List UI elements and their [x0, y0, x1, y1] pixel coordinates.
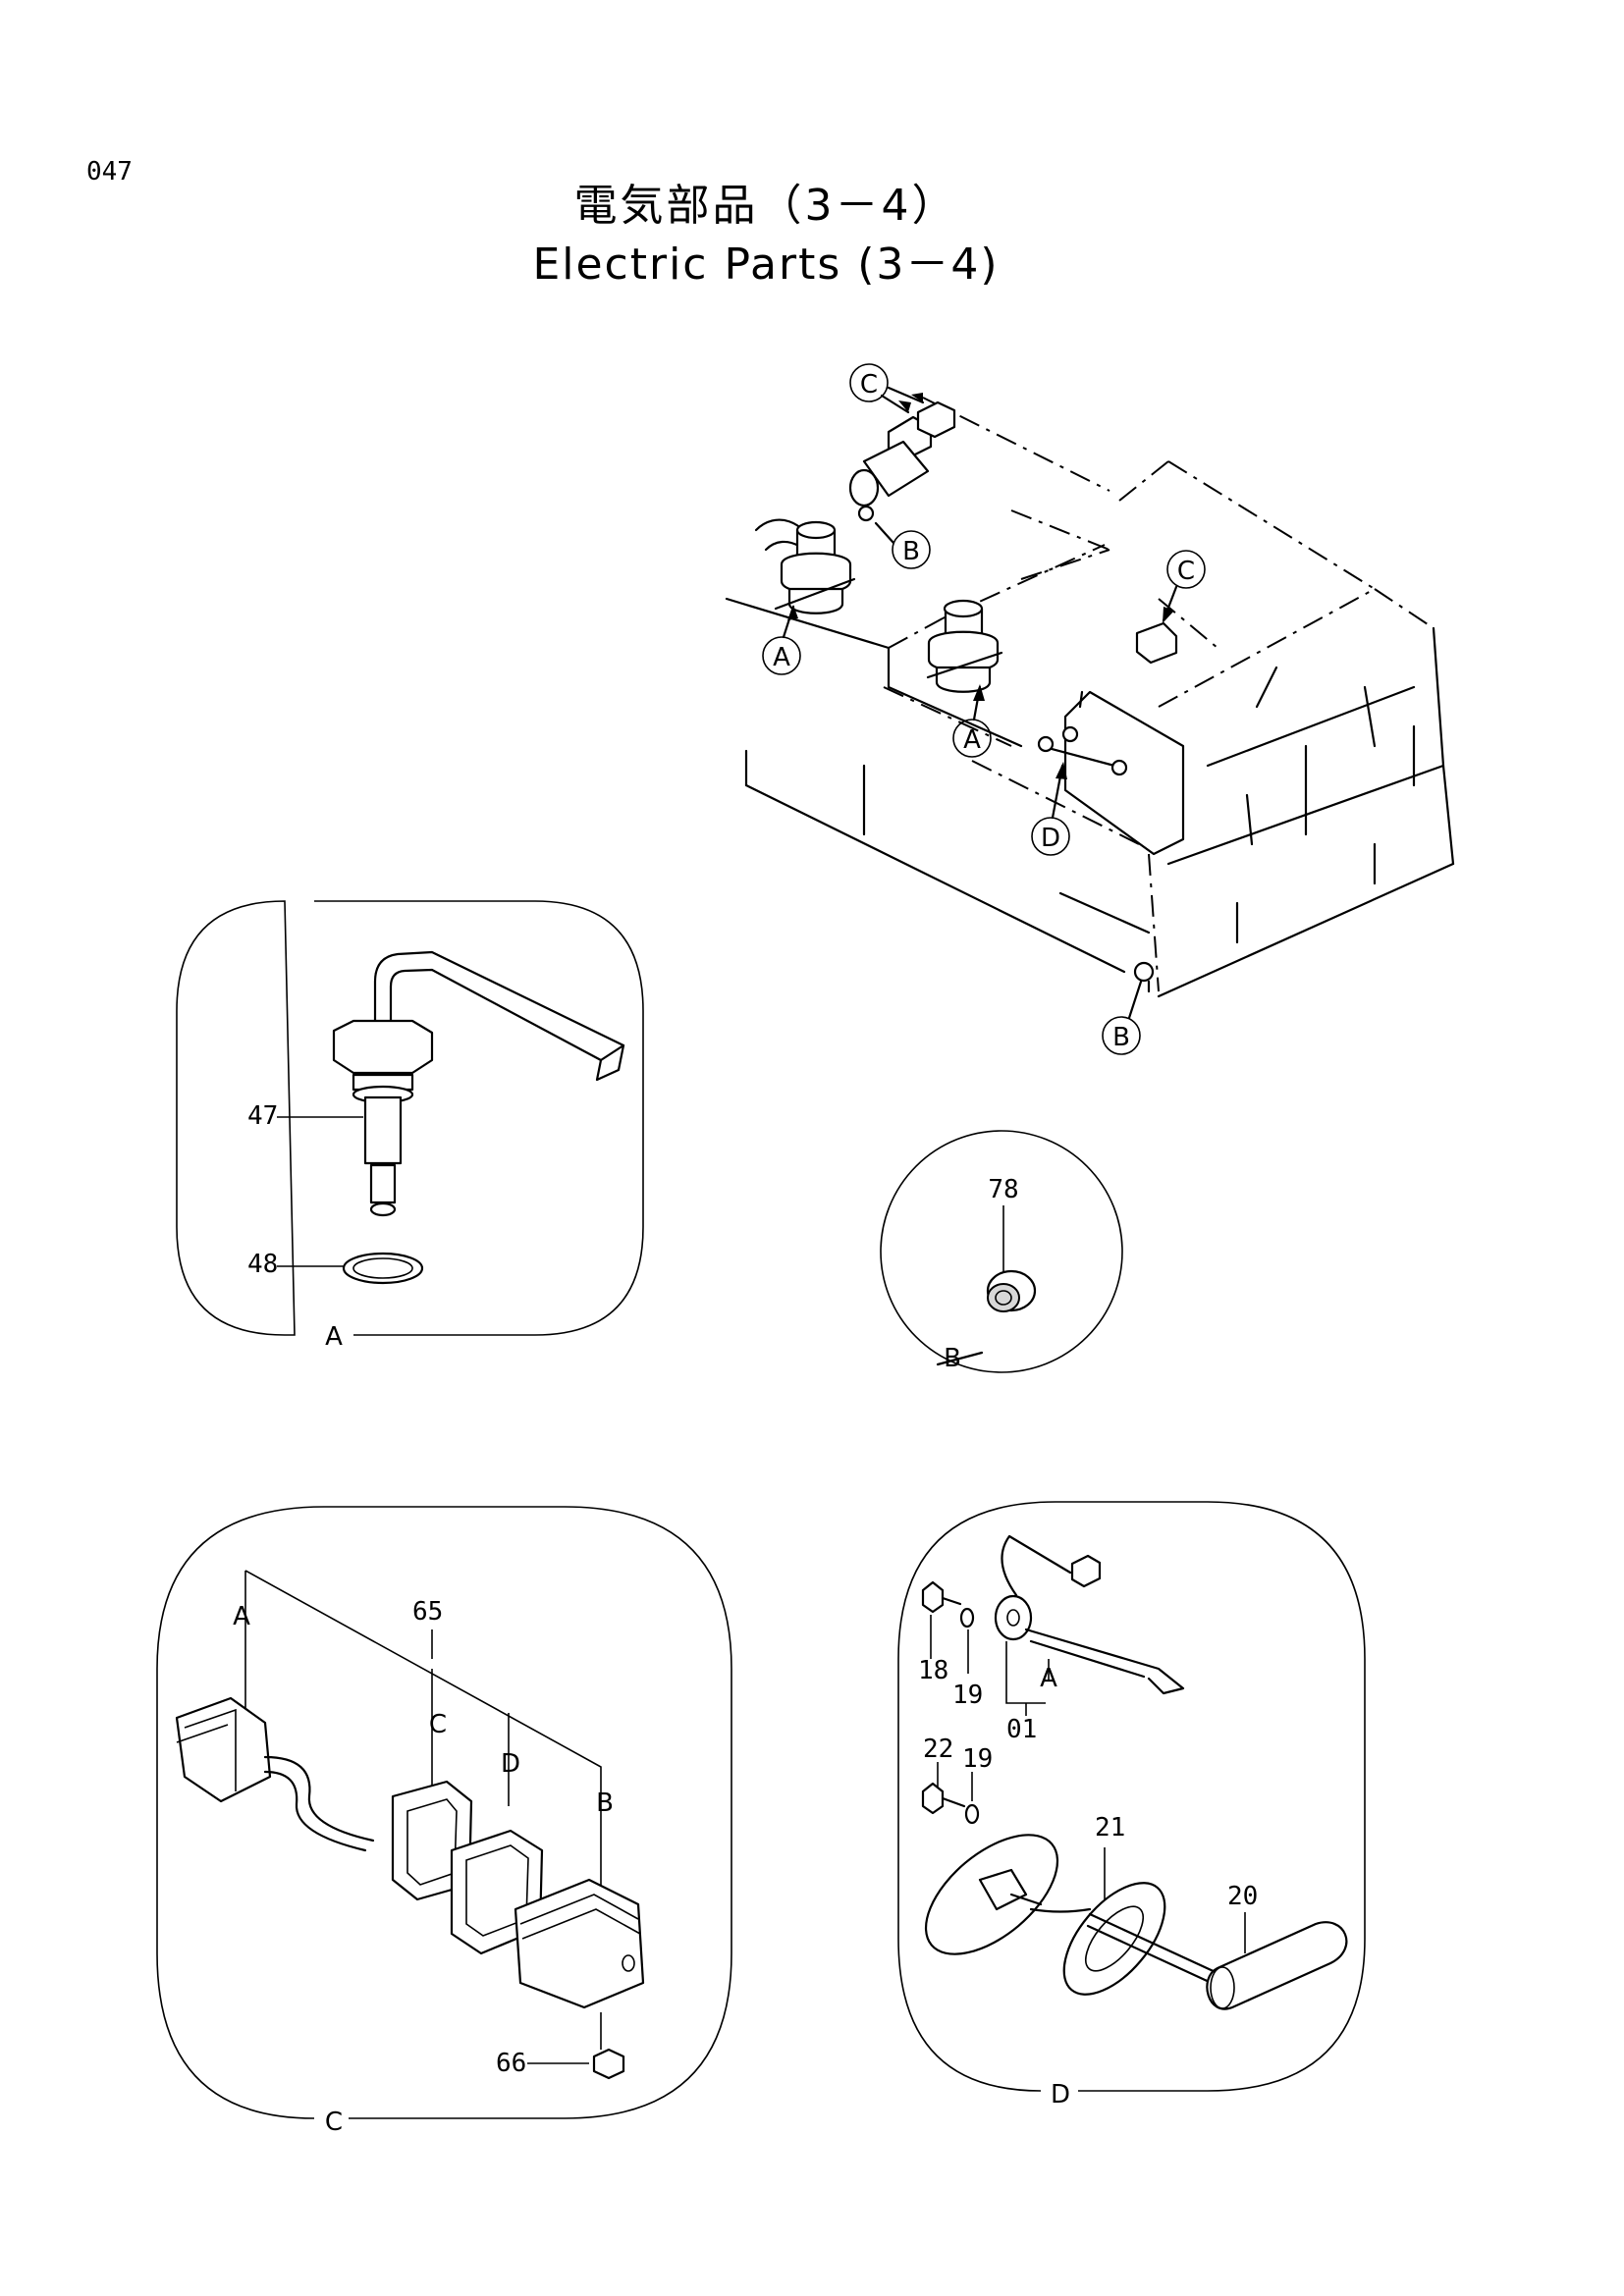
part-22-label: 22 — [923, 1735, 953, 1764]
title-block: 電気部品（3－4） Electric Parts (3－4) — [0, 177, 1532, 294]
svg-text:B: B — [944, 1344, 961, 1373]
part-01-label: 01 — [1006, 1715, 1037, 1744]
svg-text:B: B — [902, 537, 920, 566]
svg-text:D: D — [1041, 824, 1060, 853]
part-19b-label: 19 — [962, 1744, 993, 1774]
svg-text:C: C — [325, 2108, 343, 2137]
svg-text:C: C — [429, 1710, 447, 1739]
title-english: Electric Parts (3－4) — [532, 240, 1000, 290]
pressure-switch-middle — [926, 599, 1003, 693]
pressure-switch-left — [774, 520, 856, 614]
svg-text:D: D — [1051, 2080, 1070, 2109]
detail-b: B 78 — [880, 1130, 1123, 1373]
svg-text:A: A — [1040, 1664, 1057, 1693]
part-20-label: 20 — [1227, 1882, 1258, 1911]
svg-text:D: D — [501, 1749, 520, 1779]
callout-a-mid: A — [952, 684, 992, 758]
svg-text:A: A — [773, 643, 790, 672]
part-47-label: 47 — [247, 1101, 278, 1131]
page-number: 047 — [86, 157, 133, 187]
title-japanese: 電気部品（3－4） — [573, 181, 958, 231]
connector-right — [1135, 621, 1178, 665]
machine-body-outline — [725, 397, 1455, 998]
svg-text:C: C — [860, 370, 878, 400]
callout-a-left: A — [762, 605, 801, 675]
svg-text:B: B — [596, 1789, 614, 1818]
callout-c-top: C — [849, 363, 925, 414]
part-78-label: 78 — [988, 1175, 1018, 1204]
callout-b-top: B — [874, 521, 931, 569]
svg-text:B: B — [1112, 1023, 1130, 1052]
part-18-label: 18 — [918, 1656, 948, 1685]
part-21-label: 21 — [1095, 1813, 1125, 1842]
svg-text:A: A — [233, 1602, 250, 1631]
part-66-label: 66 — [496, 2049, 526, 2078]
detail-a: A 47 48 — [176, 900, 644, 1352]
fuel-sender-box — [1037, 690, 1185, 856]
grommet-small — [1133, 961, 1155, 983]
detail-d: D 18 19 01 A 22 19 — [897, 1501, 1366, 2109]
connector-top — [848, 400, 956, 522]
callout-d-mid: D — [1031, 762, 1070, 856]
part-48-label: 48 — [247, 1250, 278, 1279]
callout-c-right: C — [1162, 550, 1206, 623]
part-65-label: 65 — [412, 1597, 443, 1627]
svg-text:A: A — [325, 1322, 343, 1352]
callout-b-bottom: B — [1102, 980, 1143, 1055]
svg-text:C: C — [1177, 557, 1195, 586]
part-19-label: 19 — [952, 1681, 983, 1710]
svg-text:A: A — [963, 725, 981, 755]
detail-c: C 65 A C D B 66 — [156, 1506, 732, 2137]
